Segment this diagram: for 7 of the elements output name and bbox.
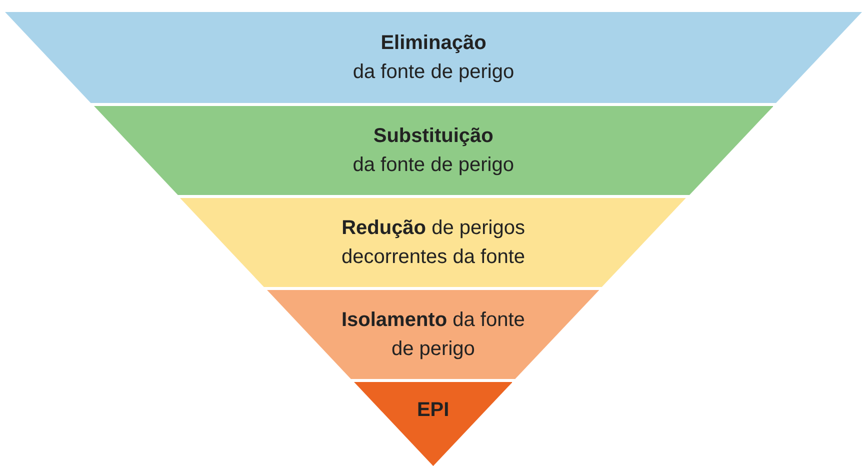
band-heading: Substituição (372, 124, 494, 148)
band-text: da fonte de perigo (352, 152, 515, 178)
band-text: Redução de perigos decorrentes da fonte (340, 216, 526, 270)
band-heading: EPI (416, 398, 450, 423)
band-text: Isolamento da fonte de perigo (340, 308, 526, 362)
band-text: da fonte de perigo (352, 60, 516, 84)
band-heading: Eliminação (380, 30, 488, 56)
